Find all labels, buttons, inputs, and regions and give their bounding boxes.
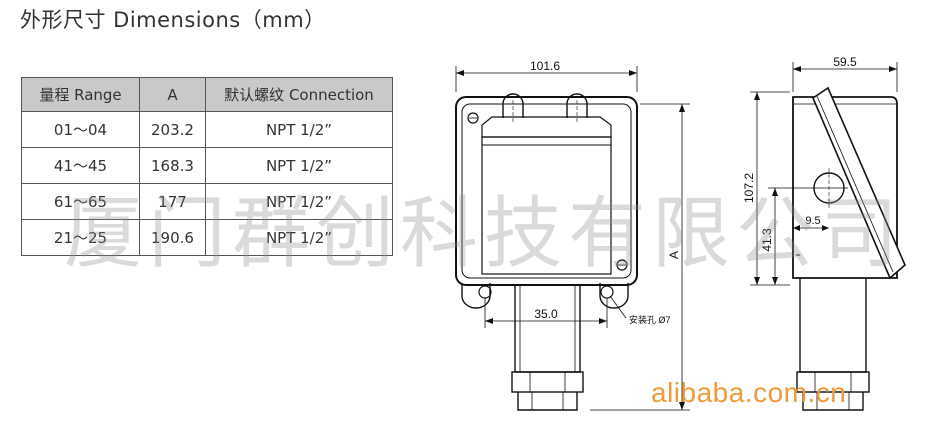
cell-range: 61～65 [21,183,140,220]
header-range: 量程 Range [21,77,140,112]
cell-a: 168.3 [139,147,206,184]
dim-35-label: 35.0 [534,307,558,321]
cell-range: 01～04 [21,111,140,148]
side-view [750,62,906,411]
dim-413-label: 41.3 [760,228,774,252]
dimensions-table: 量程 Range A 默认螺纹 Connection 01～04 203.2 N… [21,77,393,256]
cell-connection: NPT 1/2” [205,219,393,256]
table-row: 41～45 168.3 NPT 1/2” [21,147,393,184]
alibaba-watermark: alibaba.com.cn [651,377,847,408]
cell-a: 203.2 [139,111,206,148]
dim-depth-label: 59.5 [833,55,857,69]
front-view [455,66,690,411]
dim-width-label: 101.6 [530,59,560,73]
table-row: 01～04 203.2 NPT 1/2” [21,111,393,148]
header-a: A [139,77,206,112]
page-title: 外形尺寸 Dimensions（mm） [20,8,326,32]
header-connection: 默认螺纹 Connection [205,77,393,112]
cell-connection: NPT 1/2” [205,183,393,220]
table-header-row: 量程 Range A 默认螺纹 Connection [21,77,393,112]
dim-95-label: 9.5 [805,215,820,227]
hole-label: 安装孔 Ø7 [629,314,671,325]
dim-a-label: A [667,251,681,259]
dim-height-label: 107.2 [742,173,756,203]
table-row: 21～25 190.6 NPT 1/2” [21,219,393,256]
cell-range: 21～25 [21,219,140,256]
cell-connection: NPT 1/2” [205,111,393,148]
cell-a: 190.6 [139,219,206,256]
table-row: 61～65 177 NPT 1/2” [21,183,393,220]
